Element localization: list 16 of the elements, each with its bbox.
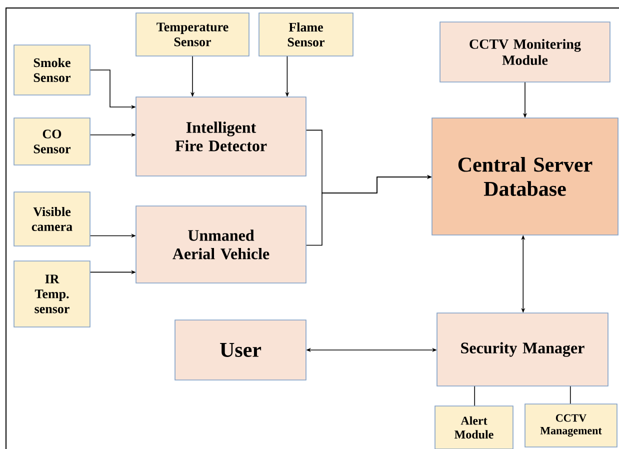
manager-box: Security Manager — [436, 312, 608, 386]
sensor-box: Flame Sensor — [258, 12, 354, 56]
connector-line — [474, 386, 476, 406]
module-box: Alert Module — [434, 406, 514, 449]
sensor-box: Visible camera — [14, 192, 90, 246]
module-box: CCTV Monitering Module — [440, 22, 610, 82]
sensor-box: CO Sensor — [14, 118, 90, 166]
process-box: Intelligent Fire Detector — [136, 96, 306, 176]
user-box: User — [174, 320, 306, 380]
connector-line — [570, 386, 571, 404]
sensor-box: IR Temp. sensor — [14, 260, 90, 328]
sensor-box: Temperature Sensor — [136, 12, 250, 56]
module-box: CCTV Management — [524, 404, 618, 448]
process-box: Unmaned Aerial Vehicle — [136, 206, 306, 284]
server-box: Central Server Database — [432, 118, 618, 236]
sensor-box: Smoke Sensor — [14, 44, 90, 96]
